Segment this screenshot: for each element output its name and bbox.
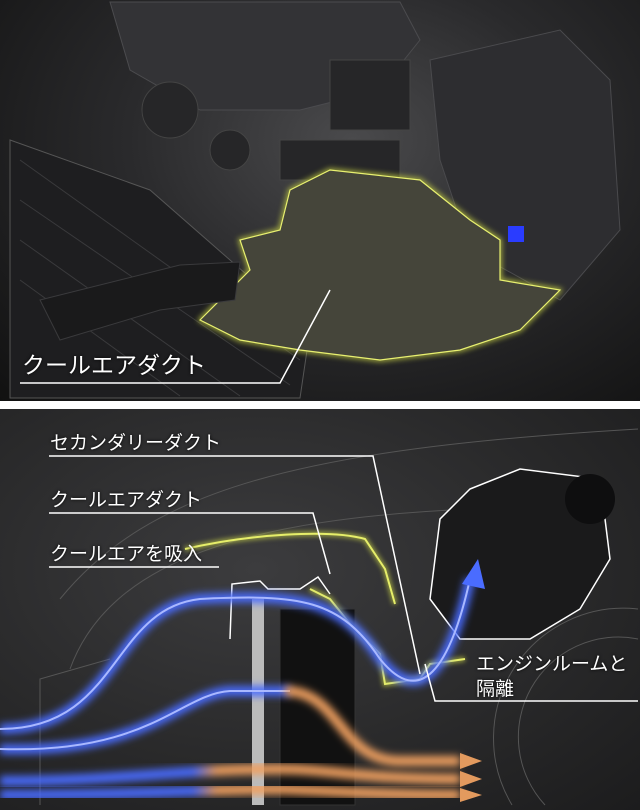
cool-air-duct-leader xyxy=(49,512,331,575)
hot-air-arrow-head xyxy=(460,753,482,769)
cool-air-duct-label: クールエアダクト xyxy=(22,353,206,379)
isolation-label-line1: エンジンルームと xyxy=(476,653,628,675)
cool-air-arrow-head xyxy=(462,559,485,589)
air-cleaner-box xyxy=(429,468,611,640)
engine-bay-photo-panel: クールエアダクト xyxy=(0,0,640,401)
secondary-duct-leader xyxy=(49,455,421,675)
engine-bay-illustration xyxy=(9,1,621,399)
car-body-outline xyxy=(39,428,639,806)
blue-sensor xyxy=(508,226,524,242)
hot-air-flow xyxy=(0,686,482,802)
top-leader-line xyxy=(20,289,331,384)
hot-air-arrow-head xyxy=(460,788,482,802)
isolation-leader xyxy=(424,663,638,702)
isolation-label-line2: 隔離 xyxy=(476,678,515,700)
cool-air-duct-label: クールエアダクト xyxy=(50,489,203,511)
leader-lines xyxy=(49,455,638,702)
airflow-diagram-panel: セカンダリーダクト クールエアダクト クールエアを吸入 エンジンルームと 隔離 xyxy=(0,409,640,810)
airflow-diagram xyxy=(0,428,639,806)
cool-air-flow xyxy=(0,559,485,755)
cool-air-intake-label: クールエアを吸入 xyxy=(50,543,203,565)
hot-air-arrow-head xyxy=(460,771,482,787)
secondary-duct-label: セカンダリーダクト xyxy=(50,432,222,454)
